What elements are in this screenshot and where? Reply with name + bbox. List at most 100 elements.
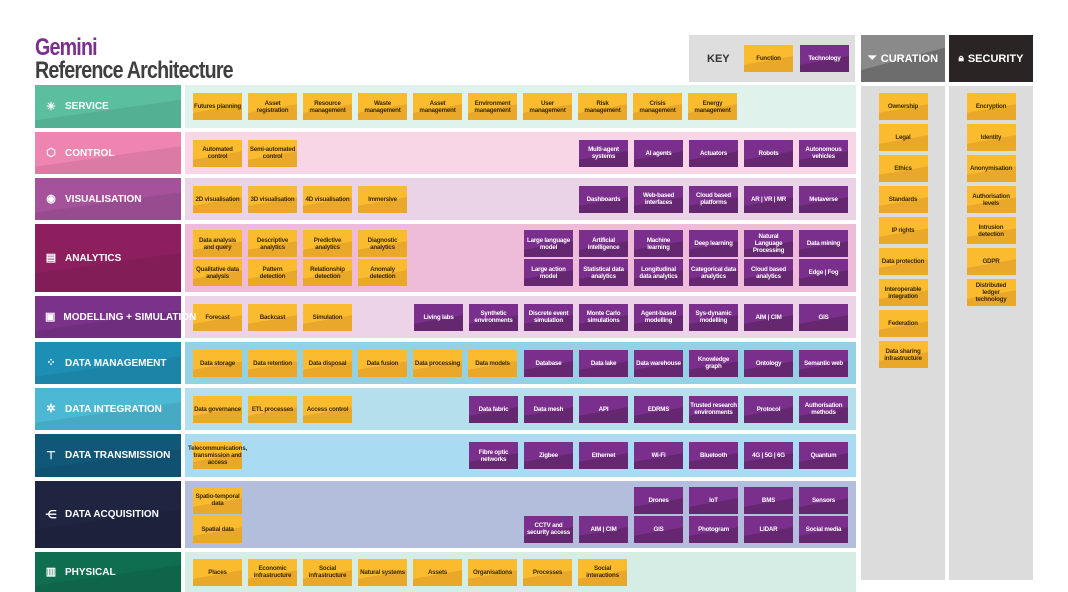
technology-box: Deep learning xyxy=(689,230,738,257)
filter-icon: ⏷ xyxy=(867,52,877,64)
technology-box: Authorisation methods xyxy=(799,395,848,423)
function-box: Asset management xyxy=(413,93,462,120)
technology-box: Ontology xyxy=(744,349,793,377)
technology-box: Trusted research environments xyxy=(689,395,738,423)
technology-box: AI agents xyxy=(634,139,683,167)
function-box: Relationship detection xyxy=(303,259,352,286)
function-box: Immersive xyxy=(358,185,407,213)
function-box: Spatial data xyxy=(193,515,242,543)
technology-box: Data lake xyxy=(579,349,628,377)
function-box: Backcast xyxy=(248,303,297,331)
function-box: 4D visualisation xyxy=(303,185,352,213)
layer-data-transmission: ⊤DATA TRANSMISSION Telecommunications, tr… xyxy=(35,434,856,477)
technology-box: Edge | Fog xyxy=(799,259,848,286)
building-icon: ▥ xyxy=(45,566,57,578)
layer-name: DATA ACQUISITION xyxy=(65,509,159,520)
technology-box: Large language model xyxy=(524,230,573,257)
technology-box: Cloud based analytics xyxy=(744,259,793,286)
function-box: Waste management xyxy=(358,93,407,120)
technology-box: EDRMS xyxy=(634,395,683,423)
function-box: Legal xyxy=(878,124,928,151)
function-box: Data analysis and query xyxy=(193,230,242,257)
technology-box: Data mining xyxy=(799,230,848,257)
technology-box: IoT xyxy=(689,486,738,514)
function-box: 2D visualisation xyxy=(193,185,242,213)
key-function: Function xyxy=(744,45,793,72)
layer-subrow: Telecommunications, transmission and acc… xyxy=(188,442,848,469)
network-ring-icon: ✲ xyxy=(46,403,56,415)
technology-box: Dashboards xyxy=(579,185,628,213)
technology-box: Actuators xyxy=(689,139,738,167)
function-box: Qualitative data analysis xyxy=(193,259,242,286)
technology-box: Semantic web xyxy=(799,349,848,377)
function-box: Data processing xyxy=(413,349,462,377)
key-technology: Technology xyxy=(800,45,849,72)
layer-label: ✲ DATA INTEGRATION xyxy=(35,388,181,430)
layer-label: ⁘DATA MANAGEMENT xyxy=(35,342,181,384)
layer-name: DATA INTEGRATION xyxy=(65,403,162,415)
technology-box: Machine learning xyxy=(634,230,683,257)
function-box: GDPR xyxy=(966,248,1016,275)
function-box: Resource management xyxy=(303,93,352,120)
function-box: Data governance xyxy=(193,395,242,423)
title-gemini: Gemini xyxy=(35,34,98,61)
function-box: Environment management xyxy=(468,93,517,120)
technology-box: Drones xyxy=(634,486,683,514)
function-box: Crisis management xyxy=(633,93,682,120)
layer-label: ⊤DATA TRANSMISSION xyxy=(35,434,181,477)
function-box: Semi-automated control xyxy=(248,139,297,167)
layer-label: ▤ANALYTICS xyxy=(35,224,181,292)
function-box: Data protection xyxy=(878,248,928,275)
function-box: Interoperable integration xyxy=(878,279,928,306)
layer-name: CONTROL xyxy=(65,147,115,159)
technology-box: Sensors xyxy=(799,486,848,514)
function-box: Federation xyxy=(878,310,928,337)
technology-box: Multi-agent systems xyxy=(579,139,628,167)
technology-box: Statistical data analytics xyxy=(579,259,628,286)
layer-label: ⬡CONTROL xyxy=(35,132,181,174)
function-box: Simulation xyxy=(303,303,352,331)
technology-box: Data mesh xyxy=(524,395,573,423)
technology-box: Bluetooth xyxy=(689,442,738,469)
function-box: IP rights xyxy=(878,217,928,244)
function-box: User management xyxy=(523,93,572,120)
layer-name: ANALYTICS xyxy=(65,252,122,264)
function-box: Economic infrastructure xyxy=(248,558,297,586)
function-box: Standards xyxy=(878,186,928,213)
layer-label: ▥PHYSICAL xyxy=(35,552,181,592)
function-box: Pattern detection xyxy=(248,259,297,286)
curation-title: CURATION xyxy=(880,52,939,65)
title-reference-architecture: Reference Architecture xyxy=(35,57,234,84)
function-box: Data disposal xyxy=(303,349,352,377)
technology-box: Monte Carlo simulations xyxy=(579,303,628,331)
layer-name: DATA TRANSMISSION xyxy=(65,450,171,461)
technology-box: LIDAR xyxy=(744,515,793,543)
function-box: Natural systems xyxy=(358,558,407,586)
security-header: 🔒︎ SECURITY xyxy=(949,35,1033,82)
function-box: Processes xyxy=(523,558,572,586)
function-box: Diagnostic analytics xyxy=(358,230,407,257)
